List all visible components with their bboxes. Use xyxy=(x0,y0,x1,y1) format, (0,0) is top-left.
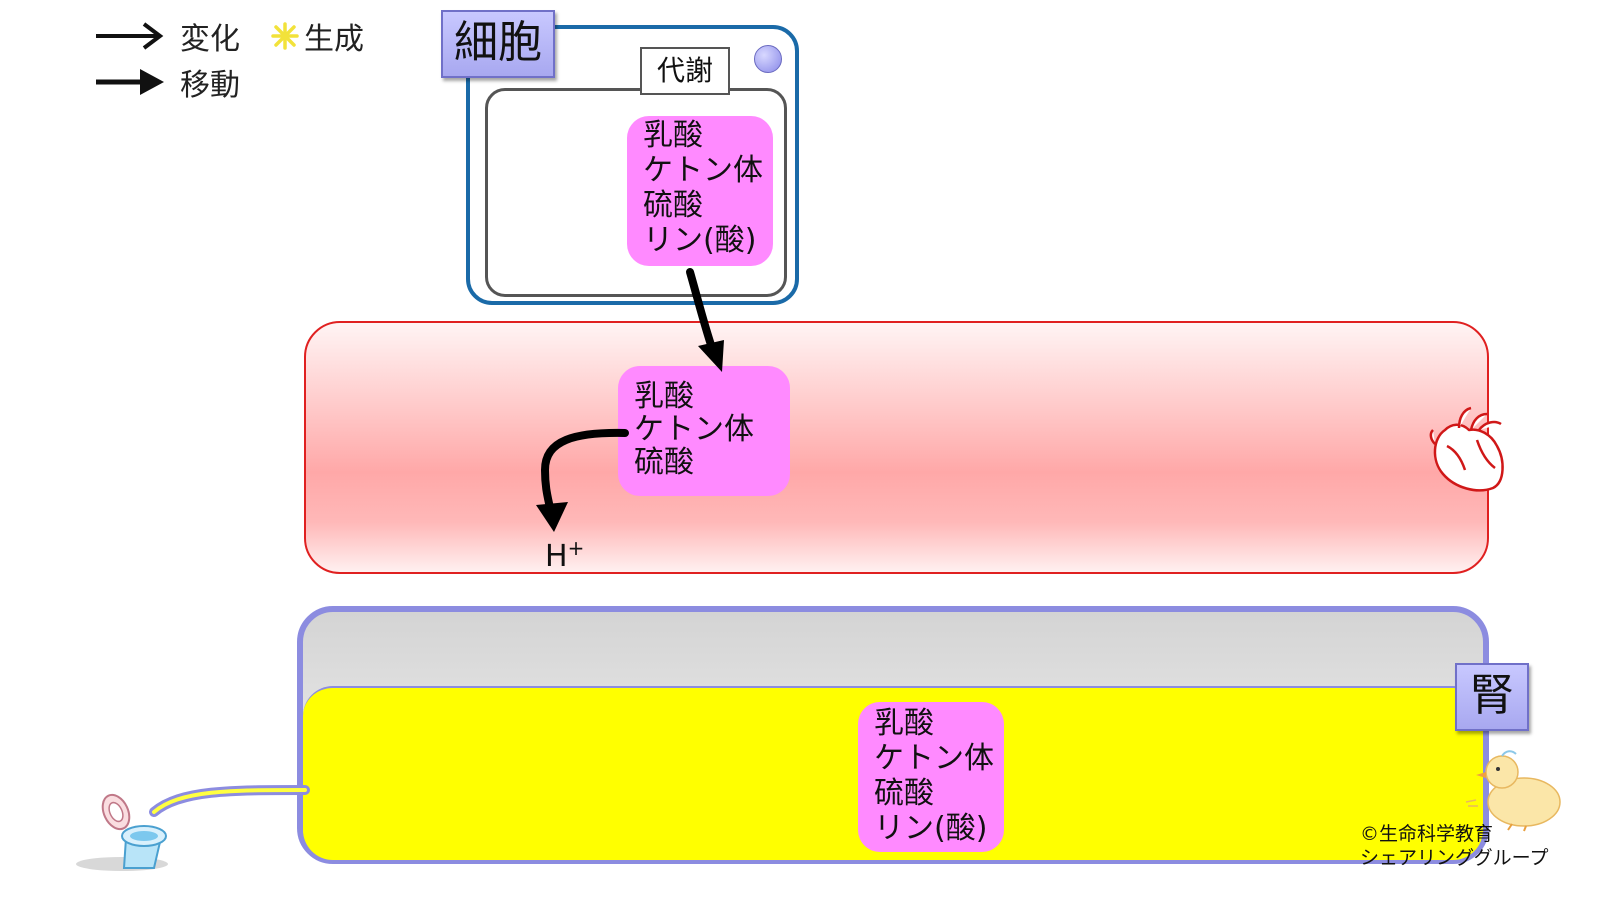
sparkle-generate-icon xyxy=(271,22,299,50)
cell-label: 細胞 xyxy=(441,10,555,78)
arrow-move-icon xyxy=(96,69,164,95)
cell-substance-ketone: ケトン体 xyxy=(643,153,763,188)
urine-substance-ketone: ケトン体 xyxy=(874,741,994,776)
arrow-blood-to-hplus xyxy=(536,428,629,532)
arrow-change-icon xyxy=(96,22,164,50)
metabolism-label: 代謝 xyxy=(640,47,730,95)
urine-substances-box: 乳酸 ケトン体 硫酸 リン(酸) xyxy=(858,702,1004,852)
organelle-icon xyxy=(754,45,782,73)
copyright-line-2: シェアリンググループ xyxy=(1360,847,1549,869)
cell-substances-box: 乳酸 ケトン体 硫酸 リン(酸) xyxy=(627,116,773,266)
legend-generate-label: 生成 xyxy=(304,22,364,57)
chick-icon xyxy=(1465,750,1561,832)
kidney-label: 腎 xyxy=(1455,663,1529,731)
legend-move: 移動 xyxy=(94,60,240,104)
heart-icon xyxy=(1429,406,1504,492)
cell-substance-phosphate: リン(酸) xyxy=(643,223,757,258)
copyright-line-1: ©生命科学教育 xyxy=(1360,823,1494,845)
blood-substances-box: 乳酸 ケトン体 硫酸 xyxy=(618,366,790,496)
hydrogen-ion-label: H+ xyxy=(545,536,585,574)
legend-move-label: 移動 xyxy=(180,68,240,103)
blood-compartment xyxy=(304,321,1489,574)
urine-substance-lactate: 乳酸 xyxy=(874,706,934,741)
cell-substance-lactate: 乳酸 xyxy=(643,118,703,153)
cell-substance-sulfate: 硫酸 xyxy=(643,188,703,223)
toilet-icon xyxy=(76,793,168,871)
urine-substance-sulfate: 硫酸 xyxy=(874,776,934,811)
legend-generate: 生成 xyxy=(270,14,364,58)
blood-substance-sulfate: 硫酸 xyxy=(634,445,694,480)
copyright-text: ©生命科学教育 シェアリンググループ xyxy=(1360,822,1548,870)
legend-change: 変化 xyxy=(94,14,240,58)
arrow-cell-to-blood xyxy=(686,268,724,372)
blood-substance-ketone: ケトン体 xyxy=(634,412,754,447)
legend-change-label: 変化 xyxy=(180,22,240,57)
blood-substance-lactate: 乳酸 xyxy=(634,379,694,414)
urine-outflow-tube xyxy=(149,785,310,817)
urine-substance-phosphate: リン(酸) xyxy=(874,811,988,846)
